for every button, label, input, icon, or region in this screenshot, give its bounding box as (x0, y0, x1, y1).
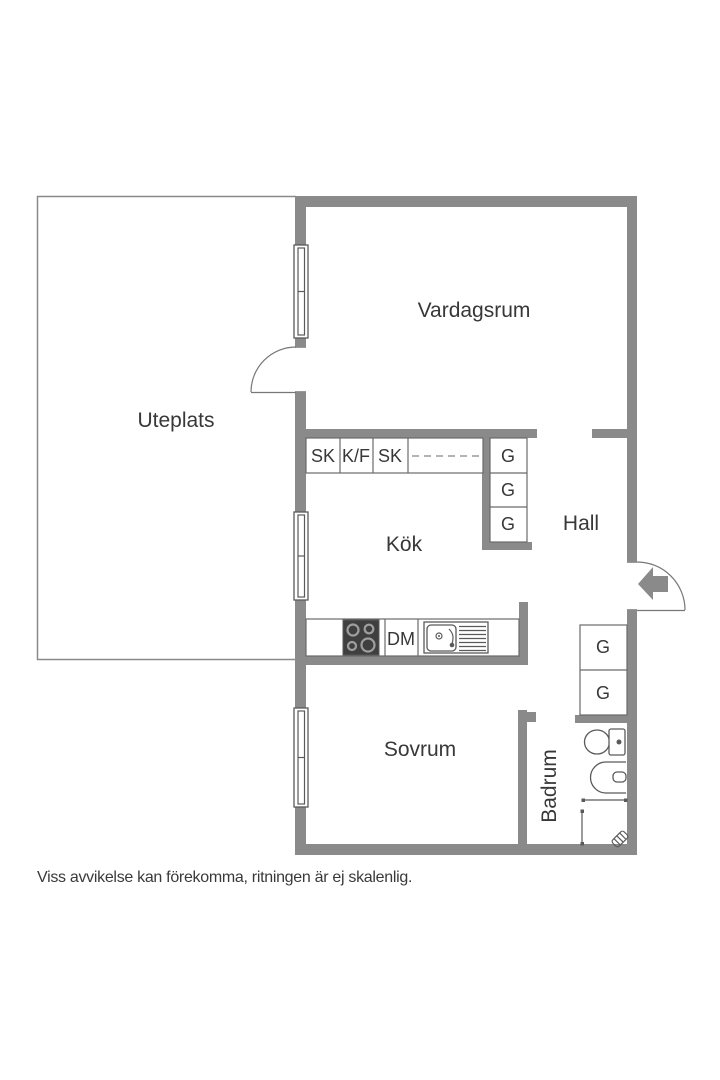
cabinet-label-kf: K/F (342, 446, 370, 466)
wardrobe-label-g: G (501, 514, 515, 534)
wall (519, 602, 528, 665)
wall (575, 715, 637, 723)
hall-wardrobes: G G (579, 624, 628, 716)
dishwasher-label-dm: DM (387, 629, 415, 649)
room-label-sovrum: Sovrum (384, 738, 456, 761)
toilet-icon (583, 728, 626, 756)
wall (295, 196, 637, 207)
wardrobe-label-g: G (596, 683, 610, 703)
cabinet-label-sk: SK (311, 446, 335, 466)
walls (295, 196, 637, 855)
wall (295, 338, 306, 347)
patio-door-icon (250, 346, 306, 394)
wall (518, 710, 527, 844)
wardrobe-column: G G G (489, 437, 528, 543)
window-icon (293, 511, 309, 601)
wardrobe-label-g: G (596, 637, 610, 657)
wall (295, 196, 306, 245)
uteplats-outline (36, 195, 296, 661)
wall (482, 542, 532, 550)
wall (295, 807, 306, 855)
wardrobe-label-g: G (501, 446, 515, 466)
room-label-badrum: Badrum (538, 749, 561, 823)
wall (295, 429, 537, 438)
stove-icon (342, 619, 380, 656)
kitchen-counter: DM (305, 618, 520, 657)
window-icon (293, 707, 309, 808)
floor-drain-icon (611, 830, 629, 848)
entrance-door-icon (627, 561, 686, 612)
room-label-uteplats: Uteplats (137, 409, 214, 432)
kitchen-upper-cabinets: SK K/F SK (305, 437, 484, 474)
washbasin-icon (589, 761, 627, 794)
shower-marking (580, 798, 628, 846)
room-label-hall: Hall (563, 512, 599, 535)
wall (627, 610, 637, 855)
wall (295, 656, 528, 665)
wall (295, 392, 306, 512)
wall (482, 429, 490, 550)
cabinet-label-sk: SK (378, 446, 402, 466)
disclaimer-text: Viss avvikelse kan förekomma, ritningen … (37, 869, 412, 886)
wall (627, 196, 637, 562)
wall (527, 712, 536, 722)
window-icon (293, 244, 309, 339)
sink-icon (423, 621, 489, 654)
wall (592, 429, 637, 438)
entrance-arrow-icon (638, 567, 668, 600)
wardrobe-label-g: G (501, 480, 515, 500)
room-label-kok: Kök (386, 533, 423, 556)
wall (295, 600, 306, 708)
room-label-vardagsrum: Vardagsrum (418, 299, 531, 322)
wall (295, 844, 637, 855)
